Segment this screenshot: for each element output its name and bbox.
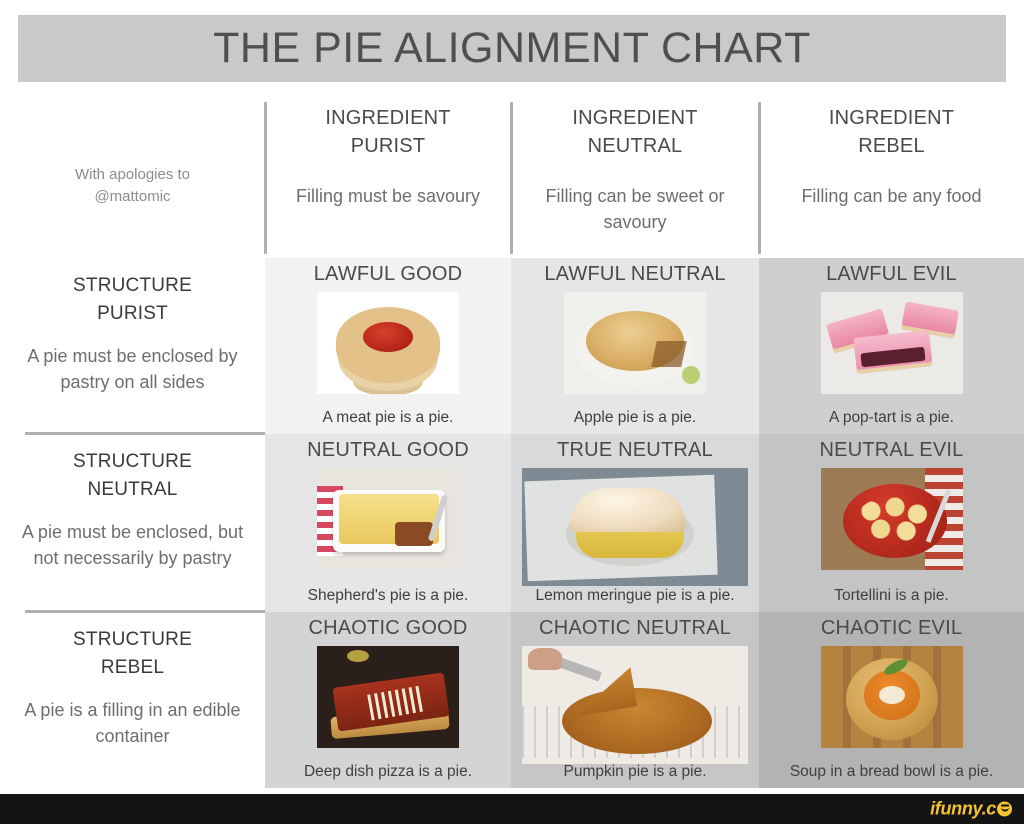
column-title-line-1: INGREDIENT [325,107,451,129]
column-title-line-2: NEUTRAL [587,135,683,158]
cell-caption: Pumpkin pie is a pie. [563,763,707,781]
alignment-label: CHAOTIC EVIL [820,617,963,639]
chart-title-bar: THE PIE ALIGNMENT CHART [18,15,1006,82]
row-title-line-2: NEUTRAL [87,478,178,500]
soup-bread-bowl-photo [820,646,963,748]
watermark-text: ifunny.c [930,798,996,819]
cell-chaotic-evil: CHAOTIC EVIL Soup in a bread bowl is a p… [759,612,1024,788]
column-title-line-2: REBEL [858,135,925,158]
alignment-label: CHAOTIC GOOD [308,617,468,639]
row-title-line-1: STRUCTURE [73,629,192,650]
deep-dish-pizza-photo [317,646,459,748]
pumpkin-pie-photo [522,646,748,764]
ifunny-watermark: ifunny.c [930,799,1012,820]
row-divider [25,432,265,435]
column-header-ingredient-neutral: INGREDIENT NEUTRAL Filling can be sweet … [510,88,759,258]
cell-caption: Apple pie is a pie. [573,409,697,427]
cell-lawful-good: LAWFUL GOOD A meat pie is a pie. [265,258,511,434]
cell-lawful-neutral: LAWFUL NEUTRAL Apple pie is a pie. [511,258,759,434]
cell-chaotic-neutral: CHAOTIC NEUTRAL Pumpkin pie is a pie. [511,612,759,788]
column-divider [264,102,267,254]
alignment-label: LAWFUL GOOD [313,263,463,285]
attribution-line-1: With apologies to [74,166,191,184]
alignment-label: NEUTRAL EVIL [819,439,964,461]
cell-caption: Soup in a bread bowl is a pie. [789,763,994,781]
pop-tart-photo [820,292,963,394]
cell-caption: Shepherd's pie is a pie. [307,587,469,605]
cell-caption: Lemon meringue pie is a pie. [535,587,735,605]
page-title: THE PIE ALIGNMENT CHART [213,24,811,72]
column-header-ingredient-purist: INGREDIENT PURIST Filling must be savour… [264,88,511,258]
row-title-line-2: PURIST [97,302,168,324]
row-title-line-1: STRUCTURE [73,275,192,296]
row-description: A pie must be enclosed, but not necessar… [21,522,244,569]
cell-caption: Deep dish pizza is a pie. [303,763,472,781]
row-divider [25,610,265,613]
cell-neutral-evil: NEUTRAL EVIL Tortellini is a pie. [759,434,1024,612]
meat-pie-photo [317,292,459,394]
row-header-structure-neutral: STRUCTURE NEUTRAL A pie must be enclosed… [0,432,265,612]
cell-chaotic-good: CHAOTIC GOOD Deep dish pizza is a pie. [265,612,511,788]
cell-true-neutral: TRUE NEUTRAL Lemon meringue pie is a pie… [511,434,759,612]
alignment-label: TRUE NEUTRAL [557,439,713,461]
row-description: A pie is a filling in an edible containe… [24,700,241,747]
row-title-line-1: STRUCTURE [73,451,192,472]
lemon-meringue-pie-photo [522,468,748,586]
column-title-line-1: INGREDIENT [572,107,698,129]
smiley-icon [997,801,1012,817]
alignment-label: NEUTRAL GOOD [307,439,469,461]
cell-caption: Tortellini is a pie. [834,587,949,605]
attribution-line-2: @mattomic [94,188,171,205]
attribution-corner: With apologies to @mattomic [0,88,265,258]
row-title-line-2: REBEL [100,656,165,678]
column-divider [510,102,513,254]
column-title-line-2: PURIST [350,135,426,158]
cell-caption: A pop-tart is a pie. [829,409,954,427]
column-description: Filling can be any food [801,185,982,206]
alignment-label: CHAOTIC NEUTRAL [539,617,731,639]
apple-pie-photo [564,292,706,394]
cell-neutral-good: NEUTRAL GOOD Shepherd's pie is a pie. [265,434,511,612]
alignment-label: LAWFUL NEUTRAL [544,263,726,285]
row-header-structure-rebel: STRUCTURE REBEL A pie is a filling in an… [0,610,265,788]
watermark-bar: ifunny.c [0,794,1024,824]
cell-lawful-evil: LAWFUL EVIL A pop-tart is a pie. [759,258,1024,434]
column-description: Filling can be sweet or savoury [545,185,725,232]
row-description: A pie must be enclosed by pastry on all … [27,346,238,393]
column-divider [758,102,761,254]
alignment-label: LAWFUL EVIL [826,263,957,285]
cell-caption: A meat pie is a pie. [322,409,454,427]
row-header-structure-purist: STRUCTURE PURIST A pie must be enclosed … [0,258,265,434]
tortellini-photo [820,468,963,570]
shepherds-pie-photo [317,468,459,570]
column-header-ingredient-rebel: INGREDIENT REBEL Filling can be any food [758,88,1024,258]
alignment-grid: With apologies to @mattomic INGREDIENT P… [0,88,1024,794]
column-description: Filling must be savoury [295,185,481,206]
column-title-line-1: INGREDIENT [828,107,955,129]
